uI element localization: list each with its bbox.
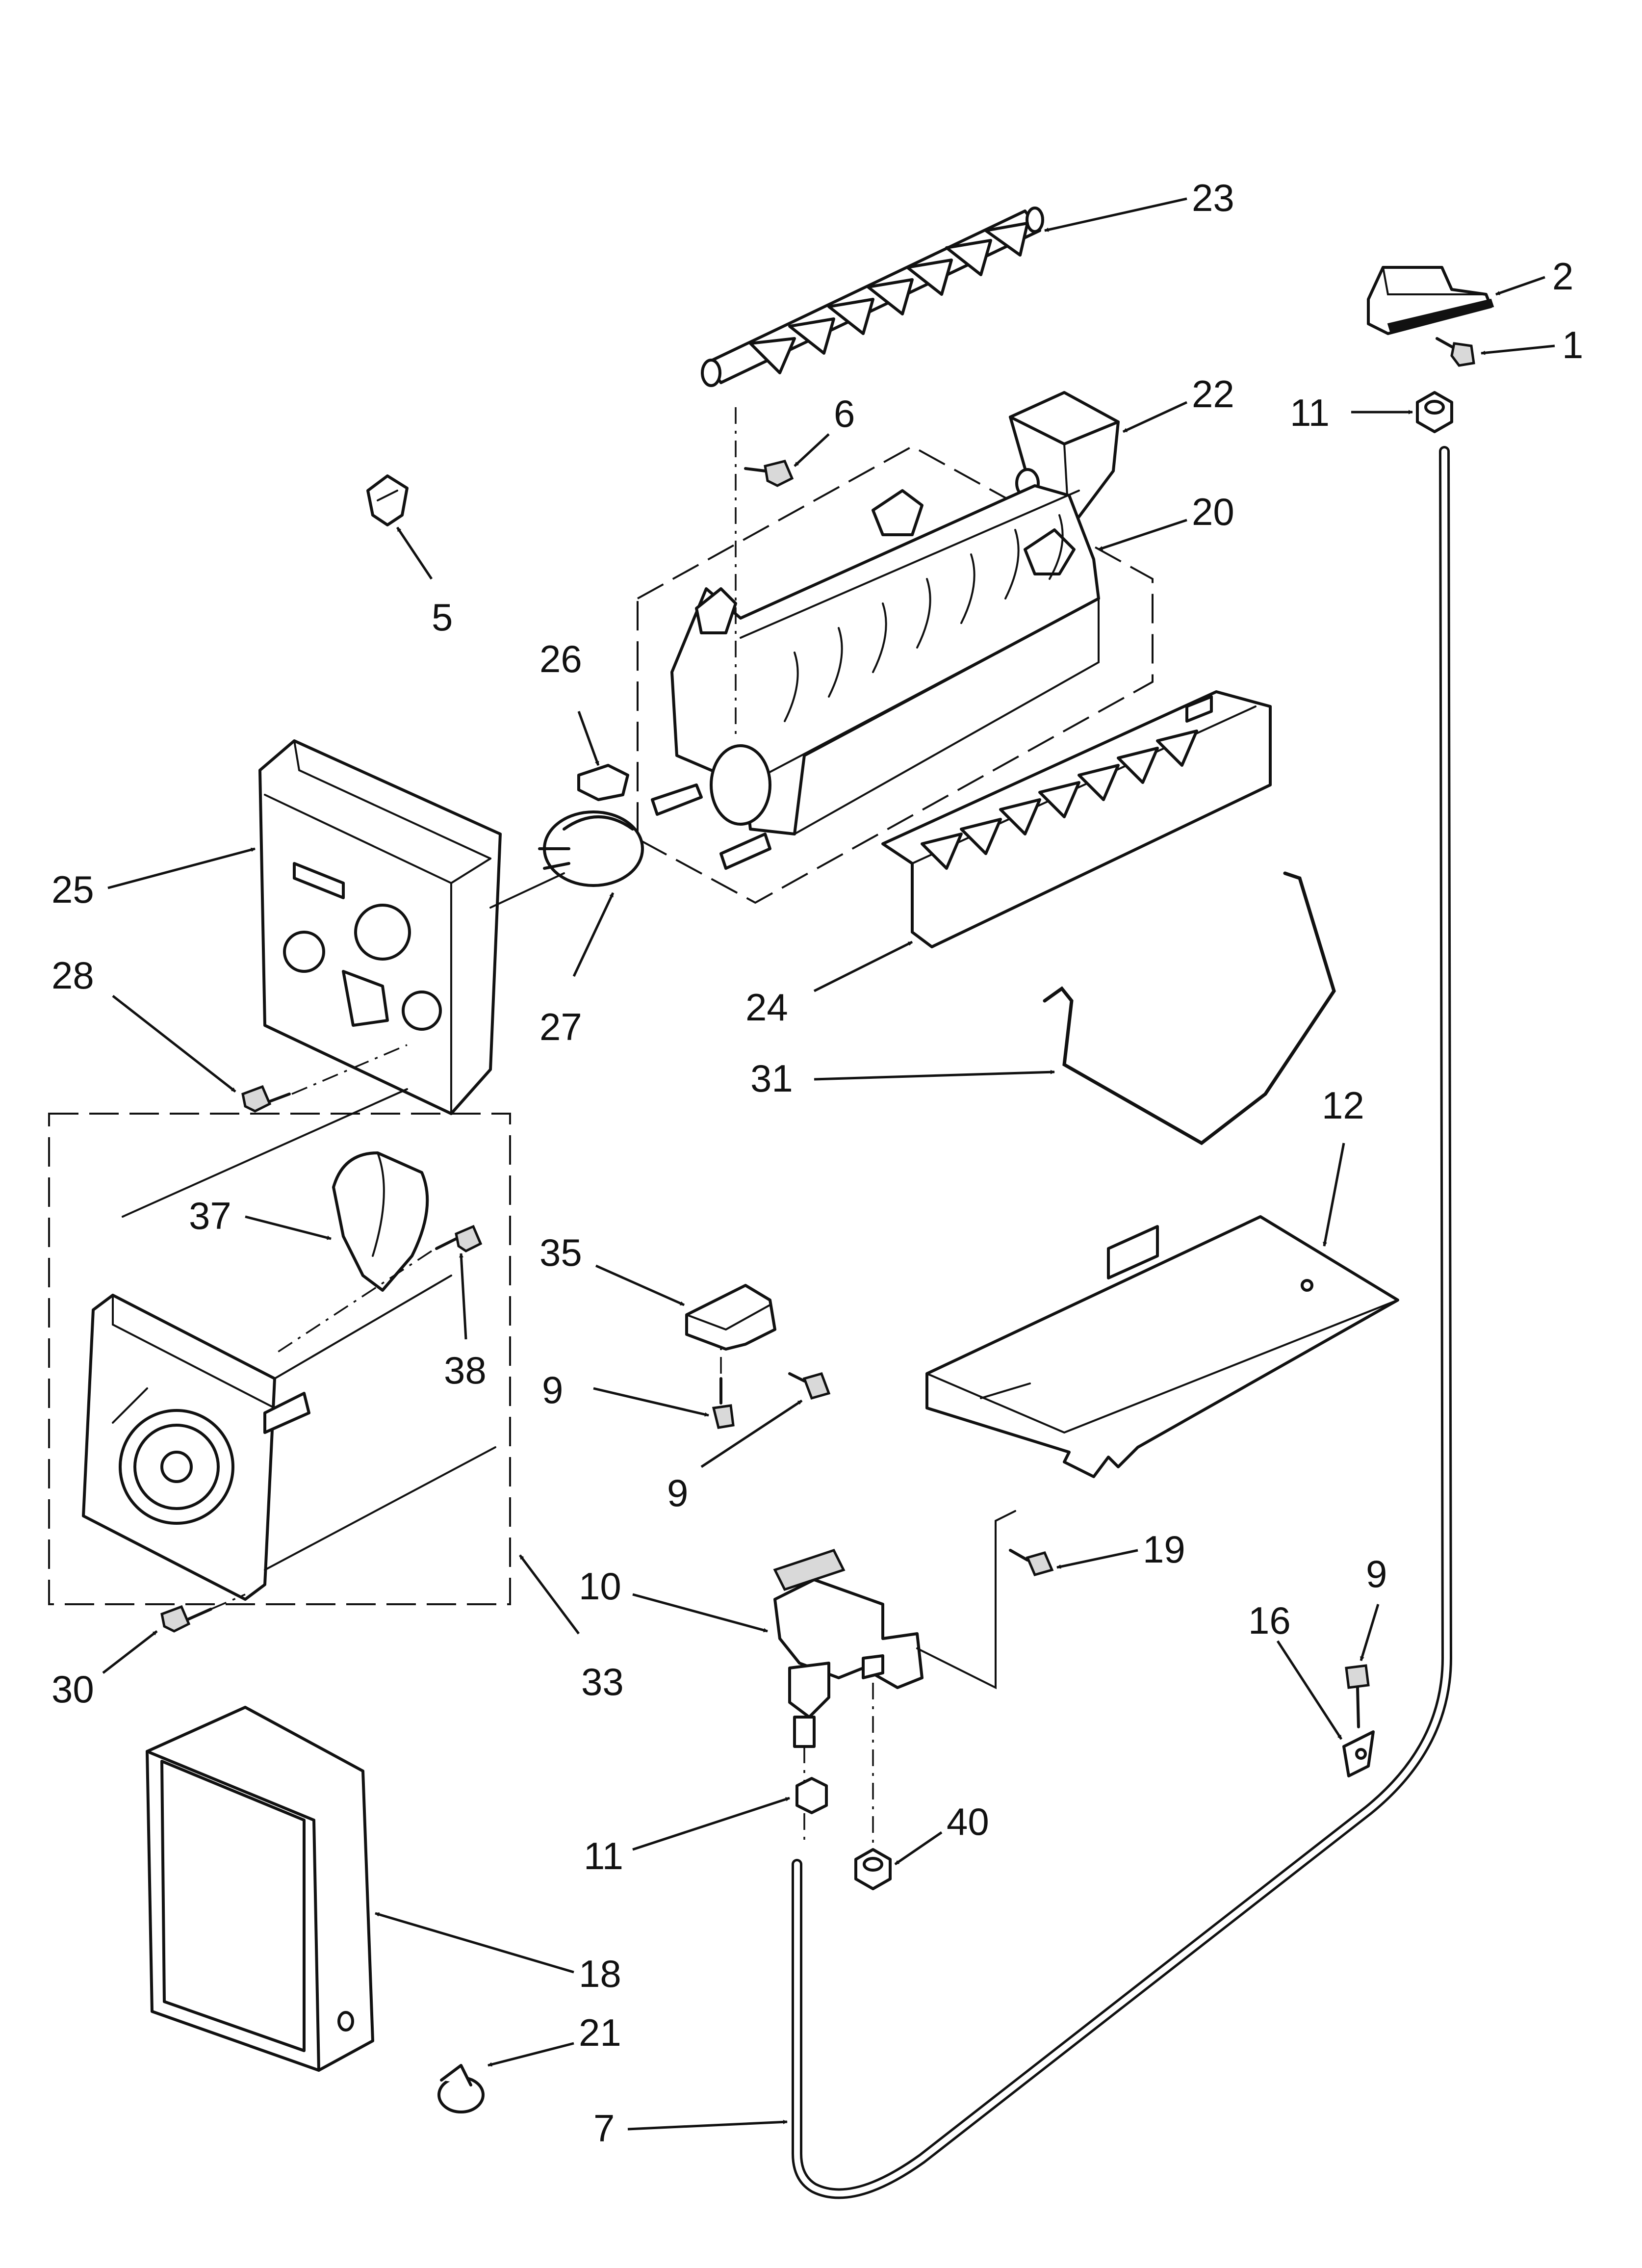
plug [437, 2064, 485, 2113]
callout-11-bottom: 11 [584, 1797, 790, 1877]
svg-text:9: 9 [667, 1471, 688, 1514]
svg-text:38: 38 [444, 1349, 487, 1392]
screw-38 [435, 1225, 483, 1252]
callout-1: 1 [1481, 323, 1583, 366]
leader-line-35 [122, 1088, 408, 1218]
svg-text:9: 9 [1366, 1552, 1387, 1595]
svg-text:24: 24 [745, 986, 788, 1029]
shutoff-arm [1043, 871, 1336, 1146]
callout-27: 27 [539, 892, 615, 1048]
screw-9b [788, 1372, 831, 1400]
assembly-line-28 [291, 1044, 408, 1095]
svg-text:11: 11 [584, 1834, 623, 1877]
svg-text:6: 6 [834, 392, 855, 435]
nut-top [1416, 391, 1453, 433]
module-assembly-box [48, 1113, 511, 1605]
callout-9-right: 9 [667, 1399, 803, 1514]
callout-25: 25 [51, 847, 256, 911]
callout-22: 22 [1122, 372, 1234, 433]
clip [366, 474, 409, 526]
svg-text:33: 33 [581, 1660, 624, 1703]
callout-12: 12 [1322, 1084, 1364, 1247]
screw-9a [712, 1377, 735, 1429]
callout-33: 35 [539, 1231, 685, 1306]
svg-text:25: 25 [51, 868, 94, 911]
svg-text:40: 40 [947, 1800, 989, 1843]
callout-9-left: 9 [542, 1368, 709, 1417]
svg-text:16: 16 [1248, 1599, 1291, 1642]
thermostat-motor [538, 810, 644, 887]
callout-19: 19 [1056, 1528, 1185, 1571]
screw-19 [1009, 1549, 1054, 1577]
svg-text:26: 26 [539, 637, 582, 680]
callout-31: 31 [750, 1057, 1055, 1100]
callout-7: 7 [593, 2107, 788, 2150]
callout-26: 26 [539, 637, 600, 766]
screw-30 [160, 1605, 212, 1633]
callout-6: 6 [794, 392, 855, 467]
callout-11-top: 11 [1290, 391, 1413, 434]
nut-bottom [795, 1777, 828, 1814]
callout-30: 30 [51, 1630, 158, 1711]
coupler [577, 764, 629, 801]
callout-23: 23 [1044, 176, 1234, 232]
svg-text:23: 23 [1192, 176, 1234, 219]
svg-text:35: 35 [539, 1231, 582, 1274]
assembly-line-38 [274, 1250, 432, 1355]
svg-text:11: 11 [1290, 391, 1330, 434]
svg-text:31: 31 [750, 1057, 793, 1100]
svg-text:20: 20 [1192, 490, 1234, 533]
svg-text:7: 7 [593, 2107, 615, 2150]
water-valve [773, 1510, 1016, 1748]
callout-24: 24 [745, 940, 913, 1029]
motor-cover [332, 1151, 429, 1292]
svg-text:37: 37 [189, 1194, 231, 1237]
svg-text:22: 22 [1192, 372, 1234, 416]
screw-28 [241, 1085, 291, 1113]
screw-6 [744, 460, 794, 487]
water-tube [792, 446, 1452, 2199]
callout-37: 37 [189, 1194, 332, 1240]
leader-line-module [264, 1446, 496, 1571]
callout-20: 20 [1098, 490, 1234, 551]
callout-16: 16 [1248, 1599, 1343, 1740]
callout-9-clamp: 9 [1360, 1552, 1387, 1661]
assembly-line-30 [210, 1593, 246, 1610]
control-housing [258, 739, 565, 1115]
front-cover [146, 1706, 374, 2072]
callout-40: 40 [894, 1800, 989, 1866]
svg-text:2: 2 [1552, 255, 1573, 298]
callout-2: 2 [1495, 255, 1573, 298]
svg-text:12: 12 [1322, 1084, 1364, 1127]
ice-mold [637, 445, 1154, 904]
svg-text:1: 1 [1562, 323, 1583, 366]
cover-plate [925, 1215, 1399, 1478]
callout-35: 33 [519, 1554, 624, 1703]
tube-clamp [1342, 1730, 1375, 1777]
svg-text:28: 28 [51, 954, 94, 997]
callout-28: 28 [51, 954, 236, 1093]
svg-text:5: 5 [432, 596, 453, 639]
svg-text:18: 18 [579, 1952, 621, 1995]
stripper [881, 690, 1272, 948]
svg-text:21: 21 [579, 2011, 621, 2054]
valve-bracket [685, 1284, 776, 1351]
svg-text:27: 27 [539, 1005, 582, 1048]
callout-18: 18 [375, 1912, 621, 1995]
screw-9c [1345, 1664, 1370, 1728]
svg-text:9: 9 [542, 1368, 563, 1411]
callout-38: 38 [444, 1253, 487, 1392]
screw-1 [1436, 337, 1475, 367]
svg-text:10: 10 [579, 1564, 621, 1608]
callout-21: 21 [487, 2011, 621, 2067]
mounting-bracket [1367, 266, 1494, 335]
control-module [82, 1275, 452, 1601]
svg-text:19: 19 [1143, 1528, 1185, 1571]
svg-text:30: 30 [51, 1668, 94, 1711]
nut-40 [854, 1848, 892, 1890]
ejector-shaft [701, 207, 1044, 387]
callout-10: 10 [579, 1564, 768, 1633]
callout-5: 5 [396, 526, 453, 639]
